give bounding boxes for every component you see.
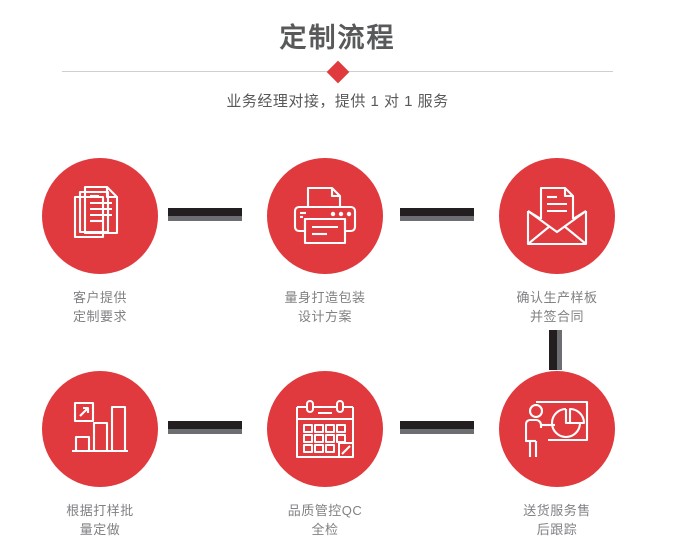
connector-bar-gray (400, 429, 474, 434)
page-subtitle: 业务经理对接，提供 1 对 1 服务 (226, 93, 449, 110)
printer-icon (291, 185, 359, 247)
connector-step2-step3 (400, 208, 474, 221)
step-2-icon-circle (267, 158, 383, 274)
step-4-icon-circle (42, 371, 158, 487)
connector-bar-dark (168, 421, 242, 429)
header-section: 定制流程 业务经理对接，提供 1 对 1 服务 (0, 0, 675, 130)
flow-step-1-label: 客户提供 定制要求 (72, 290, 127, 324)
bar-chart-growth-icon (69, 399, 131, 459)
step-5-icon-circle (267, 371, 383, 487)
flow-step-5-label: 品质管控QC 全检 (287, 503, 363, 537)
connector-bar-dark (400, 208, 474, 216)
connector-step3-step6 (549, 330, 562, 370)
flow-step-2-label: 量身打造包装 设计方案 (284, 290, 366, 324)
divider (62, 60, 613, 84)
diamond-icon (326, 60, 349, 84)
connector-bar-dark (168, 208, 242, 216)
page-title: 定制流程 (279, 23, 396, 53)
envelope-document-icon (523, 185, 591, 247)
flow-step-6-label: 送货服务售 后跟踪 (523, 503, 591, 537)
presenter-piechart-icon (525, 398, 589, 460)
connector-bar-dark (549, 330, 557, 370)
connector-bar-gray (168, 429, 242, 434)
flow-step-4-label: 根据打样批 量定做 (66, 503, 134, 537)
step-6-icon-circle (499, 371, 615, 487)
connector-bar-dark (400, 421, 474, 429)
step-1-icon-circle (42, 158, 158, 274)
calendar-icon (293, 399, 357, 459)
connector-step1-step2 (168, 208, 242, 221)
flow-step-3-label: 确认生产样板 并签合同 (516, 290, 598, 324)
flow-step-6[interactable]: 送货服务售 后跟踪 (477, 371, 637, 539)
documents-stack-icon (67, 183, 133, 249)
flow-step-1[interactable]: 客户提供 定制要求 (20, 158, 180, 326)
flow-step-3[interactable]: 确认生产样板 并签合同 (477, 158, 637, 326)
connector-step5-step6 (400, 421, 474, 434)
connector-bar-gray (400, 216, 474, 221)
flow-step-5[interactable]: 品质管控QC 全检 (245, 371, 405, 539)
connector-bar-gray (168, 216, 242, 221)
flow-step-2[interactable]: 量身打造包装 设计方案 (245, 158, 405, 326)
process-flow-diagram: 客户提供 定制要求 量身打造包装 设计方案 (0, 140, 675, 550)
step-3-icon-circle (499, 158, 615, 274)
flow-step-4[interactable]: 根据打样批 量定做 (20, 371, 180, 539)
connector-step4-step5 (168, 421, 242, 434)
connector-bar-gray (557, 330, 562, 370)
